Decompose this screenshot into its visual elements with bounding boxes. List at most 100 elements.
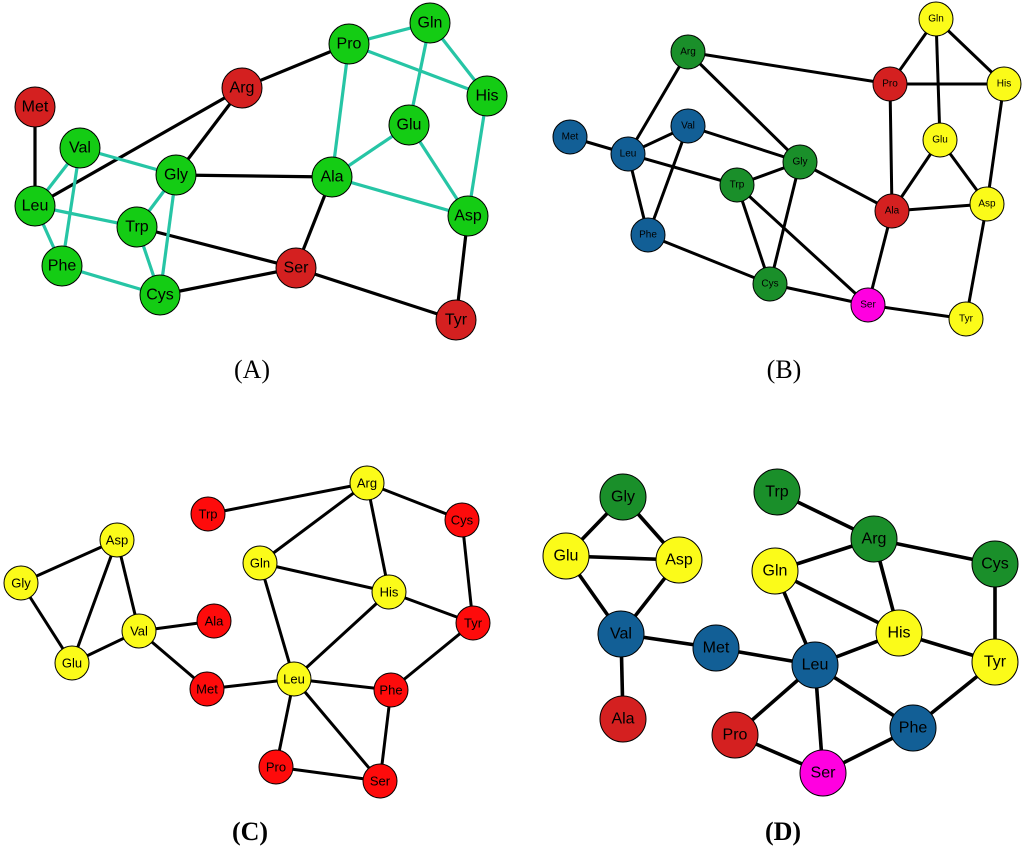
edge-asp-glu (70, 539, 119, 664)
edge-gly-cys (768, 161, 802, 285)
node-label: Glu (397, 117, 422, 134)
node-leu: Leu (610, 136, 646, 172)
edge-arg-gly (686, 50, 802, 164)
node-label: Arg (230, 80, 255, 97)
node-circle (782, 144, 818, 180)
node-leu: Leu (791, 641, 839, 689)
node-tyr: Tyr (971, 638, 1019, 686)
node-circle (139, 274, 181, 316)
node-circle (971, 638, 1019, 686)
node-val: Val (670, 108, 706, 144)
node-circle (791, 641, 839, 689)
node-glu: Glu (542, 532, 590, 580)
node-label: Gln (418, 15, 443, 32)
node-circle (190, 496, 226, 532)
node-circle (59, 127, 101, 169)
node-circle (189, 671, 225, 707)
node-ala: Ala (599, 695, 647, 743)
node-circle (311, 156, 353, 198)
edge-arg-his (365, 482, 391, 593)
node-circle (275, 247, 317, 289)
node-met: Met (14, 86, 56, 128)
node-label: Glu (932, 135, 948, 146)
node-label: Gln (250, 556, 270, 571)
node-label: Trp (198, 507, 217, 522)
node-circle (655, 536, 703, 584)
node-label: Glu (62, 656, 82, 671)
node-ala: Ala (311, 156, 353, 198)
node-label: Val (69, 140, 91, 157)
node-circle (872, 66, 908, 102)
edge-val-phe (646, 125, 690, 236)
node-label: Cys (146, 287, 174, 304)
node-arg: Arg (670, 34, 706, 70)
node-circle (918, 1, 954, 37)
node-gly: Gly (3, 565, 39, 601)
node-val: Val (121, 613, 157, 649)
node-label: Ala (611, 711, 634, 728)
node-label: Tyr (464, 616, 483, 631)
node-phe: Phe (373, 672, 409, 708)
node-label: Ser (811, 765, 837, 782)
node-circle (971, 540, 1019, 588)
node-tyr: Tyr (948, 301, 984, 337)
edge-cys-ser (159, 266, 297, 297)
node-label: Trp (125, 219, 149, 236)
node-circle (752, 266, 788, 302)
node-his: His (466, 75, 508, 117)
node-circle (388, 104, 430, 146)
edge-his-leu (292, 590, 391, 681)
edge-trp-arg (207, 481, 368, 516)
node-circle (121, 613, 157, 649)
node-circle (371, 574, 407, 610)
node-label: Leu (620, 149, 637, 160)
node-gln: Gln (751, 547, 799, 595)
edge-asp-tyr (964, 203, 989, 320)
node-label: Ala (320, 169, 343, 186)
edge-ser-tyr (295, 266, 457, 322)
node-circle (599, 473, 647, 521)
node-asp: Asp (447, 195, 489, 237)
node-circle (922, 122, 958, 158)
node-circle (373, 672, 409, 708)
edge-trp-ser (136, 225, 297, 270)
node-circle (196, 603, 232, 639)
node-his: His (371, 574, 407, 610)
edge-gln-leu (258, 562, 296, 680)
node-circle (874, 193, 910, 229)
edge-arg-leu (626, 51, 690, 155)
node-label: Trp (765, 484, 789, 501)
node-circle (349, 465, 385, 501)
node-label: Tyr (984, 654, 1007, 671)
node-label: Cys (981, 556, 1009, 573)
node-label: Ala (885, 206, 900, 217)
node-label: Arg (680, 47, 696, 58)
node-gln: Gln (918, 1, 954, 37)
node-ser: Ser (799, 749, 847, 797)
node-label: Gly (611, 489, 635, 506)
node-circle (328, 23, 370, 65)
node-circle (670, 108, 706, 144)
edge-leu-ser (292, 678, 382, 782)
node-label: Ser (284, 260, 310, 277)
node-label: Leu (22, 198, 49, 215)
edge-pro-ala (330, 43, 351, 178)
node-label: His (475, 88, 498, 105)
node-circle (409, 2, 451, 44)
node-circle (3, 565, 39, 601)
node-gly: Gly (599, 473, 647, 521)
node-circle (850, 515, 898, 563)
node-circle (692, 624, 740, 672)
edge-gln-glu (934, 18, 942, 141)
node-arg: Arg (850, 515, 898, 563)
node-cys: Cys (971, 540, 1019, 588)
node-glu: Glu (922, 122, 958, 158)
node-label: Pro (266, 760, 286, 775)
